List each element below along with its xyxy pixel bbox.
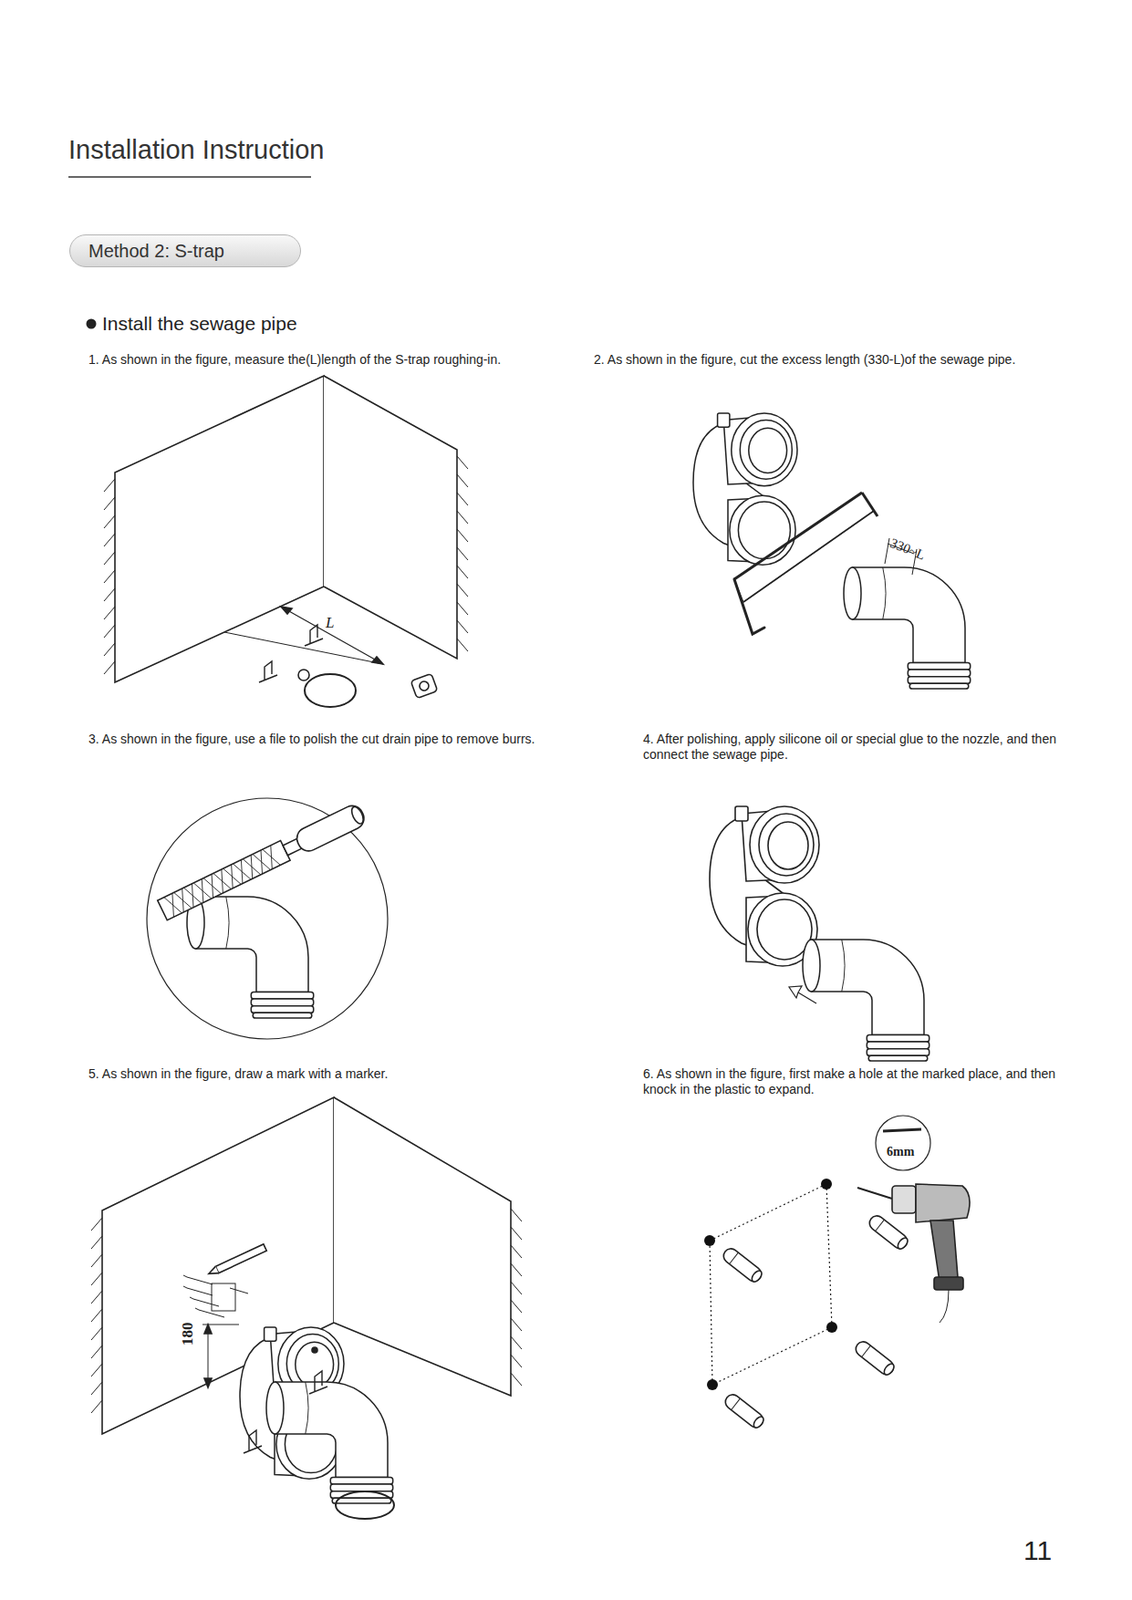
section-pill: Method 2: S-trap <box>69 234 302 268</box>
page-number: 11 <box>1023 1534 1052 1568</box>
section-label: Method 2: S-trap <box>88 240 225 262</box>
page-title: Installation Instruction <box>68 134 324 167</box>
step-text: 6. As shown in the figure, first make a … <box>643 1066 1072 1098</box>
step-text: 5. As shown in the figure, draw a mark w… <box>88 1066 388 1082</box>
drill-size: 6mm <box>886 1144 914 1161</box>
step-text: 2. As shown in the figure, cut the exces… <box>593 352 1016 368</box>
dimension-label: 180 <box>178 1322 198 1347</box>
section-heading: Install the sewage pipe <box>102 311 298 335</box>
step-text: 4. After polishing, apply silicone oil o… <box>643 731 1072 763</box>
dimension-label: L <box>325 613 334 633</box>
step-text: 3. As shown in the figure, use a file to… <box>88 731 536 748</box>
dimension-label: 330~L <box>887 534 928 564</box>
step-text: 1. As shown in the figure, measure the(L… <box>88 352 501 368</box>
